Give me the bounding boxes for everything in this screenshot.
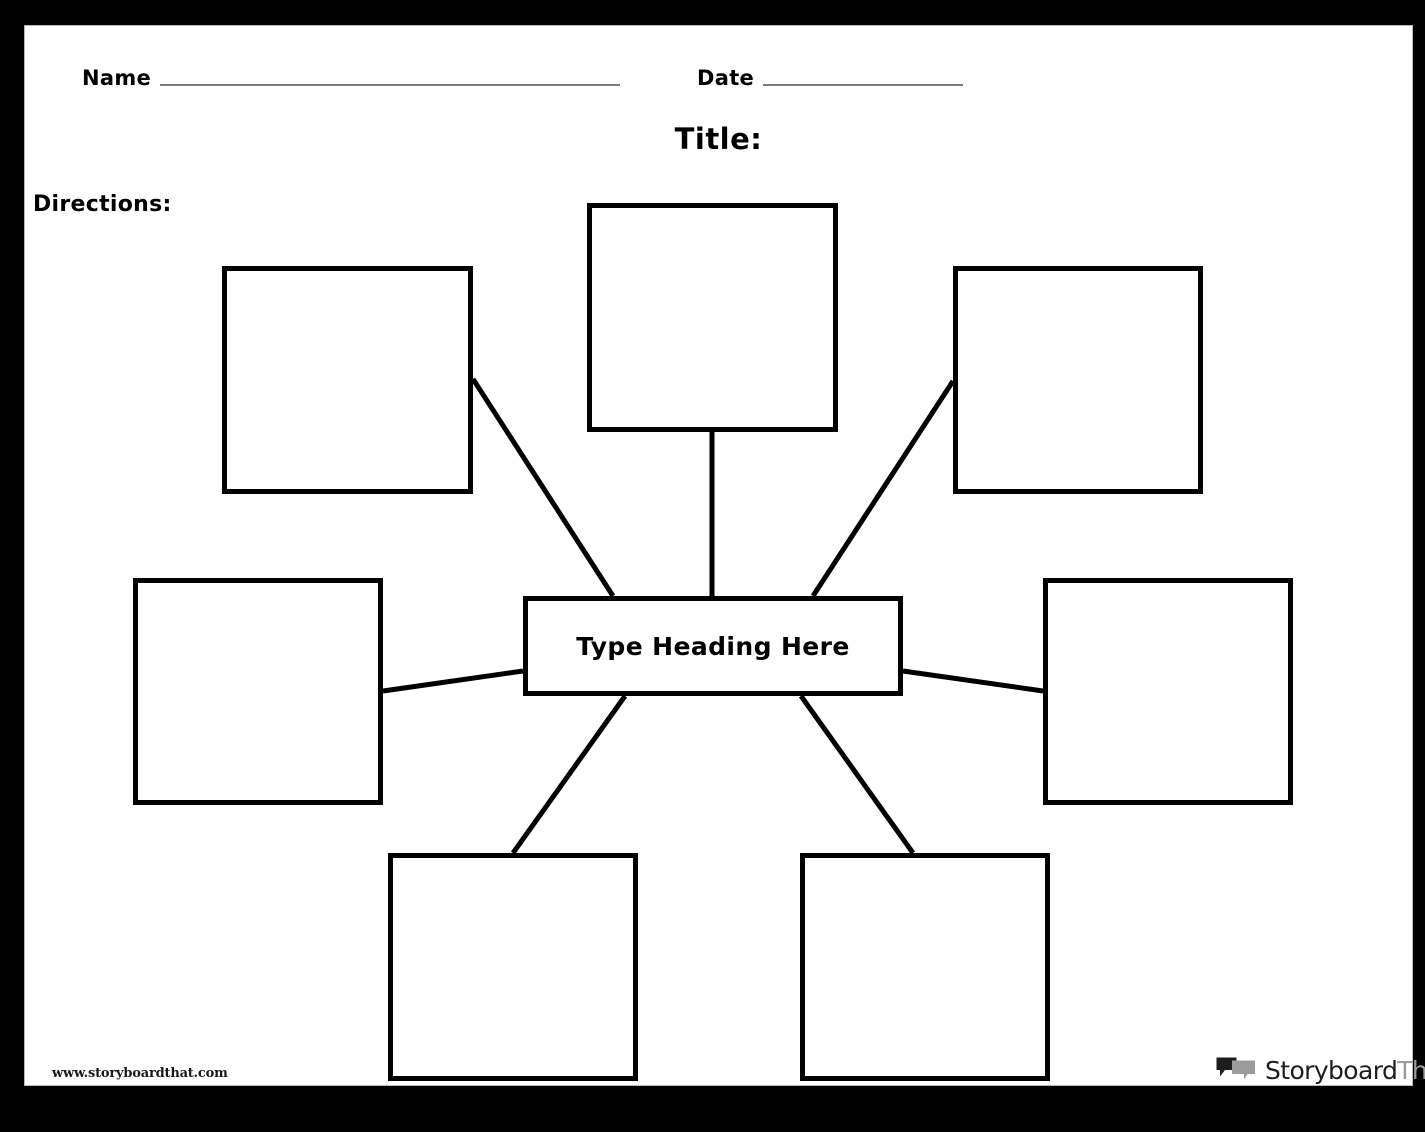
connector-middle-left [382, 668, 524, 694]
worksheet-sheet: Name Date Title: Directions: [25, 26, 1425, 1085]
connector-middle-right [902, 668, 1044, 694]
spider-diagram: Type Heading Here [25, 26, 1412, 1085]
title-label[interactable]: Title: [674, 122, 763, 156]
node-bottom-left[interactable] [388, 853, 638, 1081]
site-url: www.storyboardthat.com [52, 1066, 228, 1081]
directions-block: Directions: [33, 192, 172, 217]
node-top-center[interactable] [587, 203, 838, 432]
connector-bottom-left [510, 694, 628, 855]
date-label: Date [697, 66, 755, 90]
connector-top-left [470, 377, 616, 598]
date-input-line[interactable] [763, 84, 964, 86]
connector-layer [382, 377, 1044, 855]
node-bottom-right[interactable] [800, 853, 1050, 1081]
center-heading-label: Type Heading Here [576, 631, 850, 661]
brand-primary-text: Storyboard [1265, 1055, 1398, 1085]
name-field-row: Name [82, 66, 621, 91]
date-field-row: Date [697, 66, 964, 91]
title-block: Title: [25, 122, 1412, 156]
node-top-right[interactable] [953, 266, 1203, 494]
storyboardthat-logo: StoryboardThat [1215, 1048, 1425, 1092]
node-center-heading[interactable]: Type Heading Here [523, 596, 903, 696]
node-top-left[interactable] [222, 266, 473, 494]
name-label: Name [82, 66, 152, 90]
brand-secondary-text: That [1397, 1055, 1425, 1085]
directions-label[interactable]: Directions: [33, 192, 172, 217]
speech-bubbles-icon [1216, 1057, 1255, 1080]
node-middle-left[interactable] [133, 578, 383, 805]
brand-wordmark: StoryboardThat [1265, 1058, 1425, 1083]
node-middle-right[interactable] [1043, 578, 1293, 805]
connector-bottom-right [798, 694, 916, 855]
name-input-line[interactable] [160, 84, 621, 86]
connector-top-right [810, 379, 956, 598]
